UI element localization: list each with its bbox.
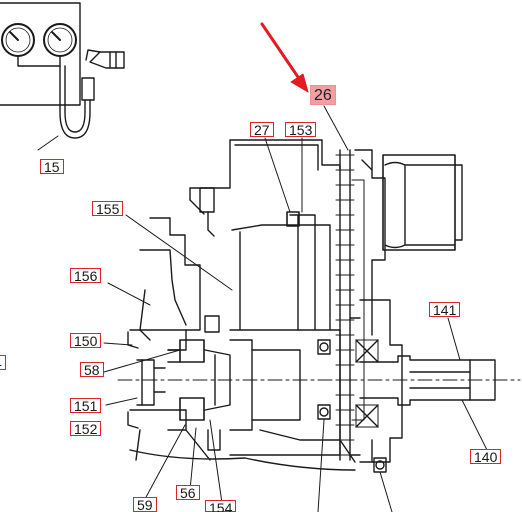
label-155: 155 bbox=[92, 201, 124, 217]
label-56: 56 bbox=[176, 485, 200, 501]
label-26-highlighted: 26 bbox=[310, 85, 336, 105]
label-59: 59 bbox=[133, 497, 157, 512]
label-4-clipped: 4 bbox=[0, 355, 6, 371]
label-154: 154 bbox=[205, 500, 237, 512]
label-27: 27 bbox=[250, 122, 274, 138]
label-140: 140 bbox=[470, 449, 502, 465]
label-151: 151 bbox=[70, 398, 102, 414]
callout-arrow bbox=[260, 22, 309, 93]
label-141: 141 bbox=[429, 302, 461, 318]
label-150: 150 bbox=[70, 333, 102, 349]
label-156: 156 bbox=[70, 268, 102, 284]
pressure-gauge-assembly bbox=[0, 2, 125, 151]
label-153: 153 bbox=[285, 122, 317, 138]
leader-lines bbox=[103, 105, 488, 512]
label-152: 152 bbox=[70, 421, 102, 437]
main-housing bbox=[189, 139, 463, 463]
left-assembly bbox=[117, 217, 521, 471]
label-15: 15 bbox=[40, 159, 64, 175]
label-58: 58 bbox=[80, 362, 104, 378]
